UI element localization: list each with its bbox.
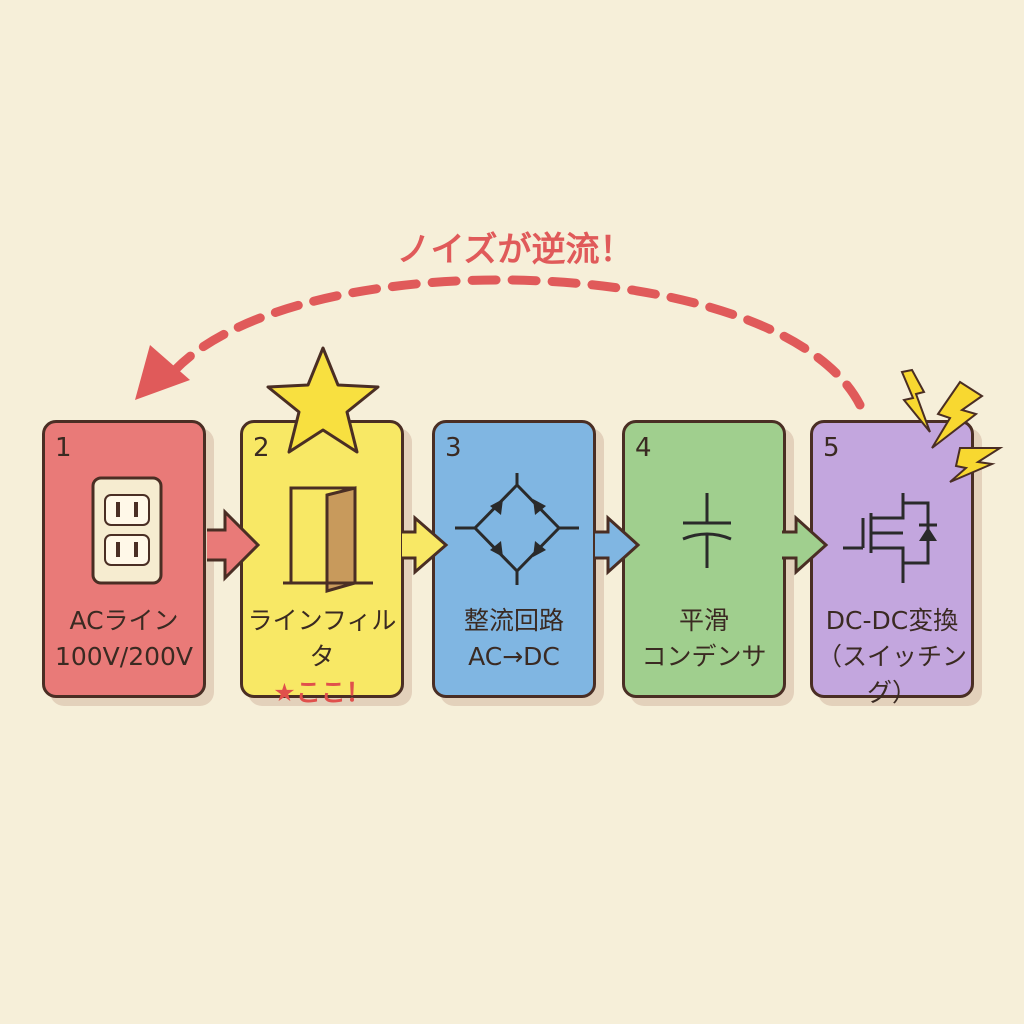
block-rectifier: 3 整流回路 AC→DC — [432, 420, 596, 698]
noise-arrowhead — [135, 345, 190, 400]
block-sublabel: コンデンサ — [641, 642, 767, 671]
block-number: 5 — [823, 433, 840, 463]
block-sublabel: AC→DC — [468, 642, 560, 671]
block-label: 整流回路 — [463, 606, 564, 635]
mosfet-icon — [843, 493, 937, 583]
block-label: ACライン — [69, 606, 179, 635]
block-number: 2 — [253, 433, 270, 463]
door-icon — [283, 486, 373, 593]
here-highlight: ★ここ！ — [273, 678, 371, 707]
block-number: 1 — [55, 433, 72, 463]
outlet-icon — [91, 476, 163, 585]
block-label: DC-DC変換 — [825, 606, 959, 635]
capacitor-icon — [682, 493, 732, 568]
block-sublabel: 100V/200V — [54, 642, 194, 671]
noise-backflow-arrow — [170, 275, 865, 410]
block-number: 4 — [635, 433, 652, 463]
block-sublabel: （スイッチング） — [816, 642, 967, 707]
block-line-filter: 2 ラインフィルタ ★ここ！ — [240, 420, 404, 707]
noise-backflow-title: ノイズが逆流！ — [396, 230, 634, 270]
block-number: 3 — [445, 433, 462, 463]
block-smoothing-capacitor: 4 平滑コンデンサ — [622, 420, 786, 698]
block-dcdc-converter: 5 DC-DC変換 （スイッチング） — [810, 420, 974, 707]
diode-bridge-icon — [455, 473, 579, 585]
block-ac-line: 1 ACライン 100V/200V — [42, 420, 206, 698]
block-label: 平滑 — [678, 606, 729, 635]
block-label: ラインフィルタ — [247, 606, 397, 671]
